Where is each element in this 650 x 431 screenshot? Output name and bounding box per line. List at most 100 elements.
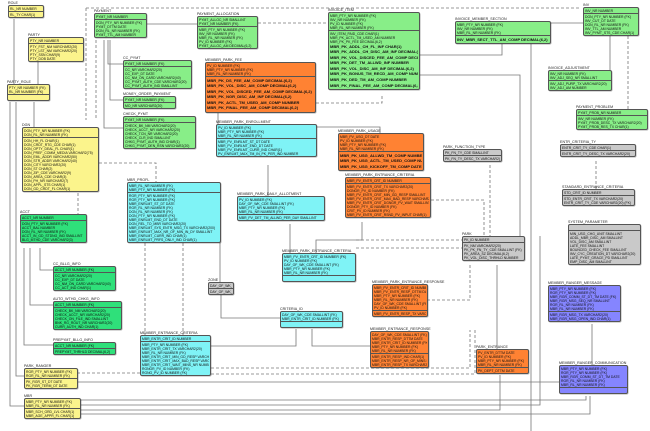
entity-name: CHECK_PYMT [123,112,149,116]
attribute-section: INV_ADJ_PURP_TX VARCHAR2(20)INV_ADJ_AM N… [549,81,611,90]
entity-box[interactable]: MBR_PTY_NR NUMBER (FK)MBR_RL_NR NUMBER (… [24,398,81,419]
entity-box[interactable]: PV_ID NUMBER (FK)DAY_OF_WK_CDE SMALLINT … [237,196,325,221]
entity-box[interactable]: MBR_PTY_NR NUMBER (FK)INV_NR NUMBER (FK)… [455,21,551,44]
entity-box[interactable]: MBR_PV_ENTR_CRT_ID NUMBER (FK)PV_ID NUMB… [282,253,356,282]
attribute-column: MBR_ENTR_CRIT_MIN_GD_RESP VARCHAR2(20) [142,354,209,359]
attribute-column: MBR_PV_ENTR_CRIT_TX VARCHAR2(20) [347,184,414,189]
entity-box[interactable]: ACCT_NR NUMBER (FK)PREPYMT_THRHLD DECIMA… [53,342,116,355]
entity-box[interactable]: MBR_PV_ENTR_CRIT_ID NUMBER (FK)MBR_PV_EN… [372,284,428,317]
attribute-column: PK_PK_FN_TY_CDE SMALLINT (FK) [464,247,522,252]
attribute-column: CC_EXP_DT DATE [55,277,85,282]
entity-box[interactable]: PYMT_NR NUMBER (FK)CC_NR VARCHAR2(20)CC_… [123,60,192,89]
entity-name: CC_BLLG_INFO [53,262,81,266]
entity-box[interactable]: DAY_OF_WK_CDE SMALLINT (FK)MBR_ENTR_RESP… [370,331,429,368]
entity-box[interactable]: ENTR_CRIT_TY_CDE CHAR(1)ENTR_CRIT_TY_DES… [560,144,636,157]
derived-column: MBR_PK_ADDL_CH_FL_INF CHAR(1) [330,43,402,49]
entity-box[interactable]: PV_ID NUMBER (FK)MBR_PTY_NR NUMBER (FK)M… [205,62,316,113]
derived-column: MBR_PK_VOL_DISC_AM_INF DECIMAL(6,2) [330,65,414,71]
entity-box[interactable]: PYMT_NR NUMBER (FK)CHECK_BK_NM VARCHAR2(… [123,116,196,149]
pk-column: PK_FN_TY_CDE SMALLINT [445,150,489,155]
entity-box[interactable]: PV_ID NUMBER (FK)MBR_PTY_NR NUMBER (FK)M… [216,124,317,157]
derived-column: MBR_PK_DET_TM_ALLWD_INF NUMBER [330,60,409,66]
entity-box[interactable]: PTY_NR NUMBER (FK)RL_NR NUMBER (FK) [7,84,50,101]
attribute-column: MIN_USG_CHG_UNIT SMALLINT [570,231,623,236]
entity-box[interactable]: MBR_RL_NR NUMBER (FK)MBR_PTY_NR NUMBER (… [127,182,221,243]
entity-box[interactable]: MBR_PTY_NR NUMBER (FK)RGR_PTY_NR NUMBER … [548,285,621,322]
entity-box[interactable]: MBR_PTY_NR NUMBER (FK)INV_NR NUMBER (FK)… [328,12,420,90]
entity-name: ACCT [20,210,30,214]
entity-box[interactable]: DAY_OF_WK_CDE SMALLINT (FK)MBR_ENTR_CRIT… [280,311,343,328]
primary-key-section: MBR_PTY_NR NUMBER (FK)INV_NR NUMBER (FK)… [456,22,550,36]
pk-column: MBR_RL_NR NUMBER (FK) [561,382,605,387]
entity-box[interactable]: PYMT_NR NUMBER (FK)MO_NR VARCHAR2(20) [123,96,176,109]
entity-box[interactable]: DGN_PTY_NR NUMBER (FK)DGN_RL_NR NUMBER (… [22,127,99,192]
attribute-section: PREPYMT_THRHLD DECIMAL(6,2) [54,349,115,354]
entity-box[interactable]: INV_NR NUMBER (FK)INV_ADJ_SEQ_NR SMALLIN… [548,70,612,91]
entity-box[interactable]: RGR_PTY_NR NUMBER (FK)RGR_RL_NR NUMBER (… [24,368,78,389]
entity-box[interactable]: MBR_PTY_NR NUMBER (FK)RGR_PTY_NR NUMBER … [559,365,628,394]
derived-column: MBR_PK_FINAL_FEE_AM_COMP DECIMAL(6,2) [207,105,299,111]
entity-box[interactable]: ACCT_NR NUMBER (FK)CHECK_BK_NM VARCHAR2(… [53,301,122,330]
entity-box[interactable]: ACCT_NR NUMBER (FK)CC_NR VARCHAR2(20)CC_… [53,266,116,291]
entity-box[interactable]: DAY_OF_WK_CDE SMALLINTDAY_OF_WK_NM VARCH… [208,282,234,295]
attribute-column: MBR_RGR_MSG_TX VARCHAR2(20) [550,312,608,317]
pk-column: ACCT_NR NUMBER [22,215,54,220]
attribute-column: RGNG_PV_ID NUMBER (FK) [142,370,188,375]
